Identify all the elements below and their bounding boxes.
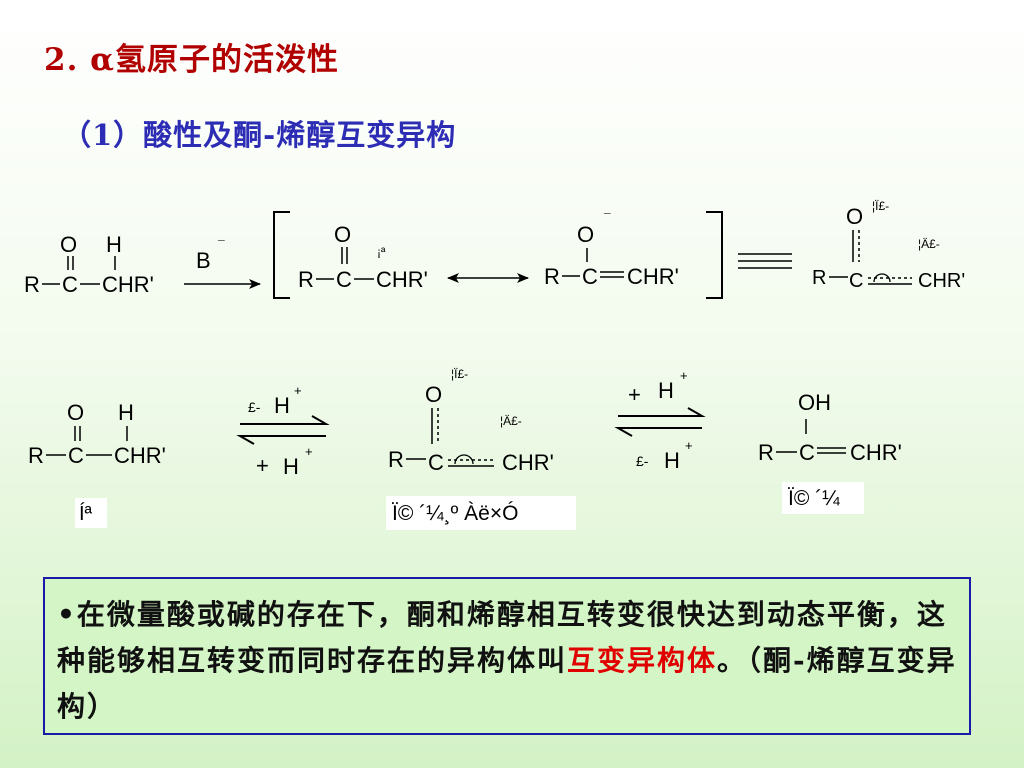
partial-charge-label-1: ¦Ï£- xyxy=(872,199,889,213)
r: R xyxy=(298,267,314,292)
chr: CHR' xyxy=(627,264,679,289)
reverse-half-arrow xyxy=(614,427,702,437)
oxygen: O xyxy=(577,222,594,247)
reaction-schemes: O H R C CHR' B ¯ O ¡ª R C CHR' xyxy=(24,199,966,530)
ketone-alpha-hydrogen: H xyxy=(106,232,122,257)
r: R xyxy=(758,440,774,465)
r: R xyxy=(544,264,560,289)
page-title: 2. α氢原子的活泼性 xyxy=(44,42,340,78)
scheme1-ketone: O H R C CHR' xyxy=(24,232,154,297)
plus-label: + xyxy=(256,453,269,478)
oxygen: O xyxy=(846,204,863,229)
ketone-r: R xyxy=(28,443,44,468)
identity-sign xyxy=(738,253,792,269)
note-text-end: 。（酮-烯醇互变异构） xyxy=(57,644,957,723)
ketone-oxygen: O xyxy=(60,232,77,257)
hydroxyl: OH xyxy=(798,390,831,415)
proton-charge: + xyxy=(305,444,313,459)
r: R xyxy=(812,267,826,289)
chr: CHR' xyxy=(376,267,428,292)
enol-caption: Ï© ´¼ xyxy=(788,487,840,510)
ketone-alpha-hydrogen: H xyxy=(118,400,134,425)
bracket-right xyxy=(706,211,723,299)
bullet: • xyxy=(57,598,77,631)
chr: CHR' xyxy=(502,450,554,475)
scheme1-base-arrow: B ¯ xyxy=(184,238,261,289)
chr: CHR' xyxy=(850,440,902,465)
lone-pair-label: ¡ª xyxy=(377,245,386,259)
plus-label: + xyxy=(628,382,641,407)
scheme2-enol: OH R C CHR' Ï© ´¼ xyxy=(758,390,902,514)
ketone-carbon: C xyxy=(68,443,84,468)
equilibrium-arrows-1: £- H + + H + xyxy=(236,383,330,479)
carbon: C xyxy=(799,440,815,465)
partial-charge-label-2: ¦Ä£- xyxy=(918,237,940,251)
note-highlight-term: 互变异构体 xyxy=(567,644,718,677)
carbon: C xyxy=(582,264,598,289)
section-subtitle: （1）酸性及酮-烯醇互变异构 xyxy=(62,118,457,152)
minus-label: £- xyxy=(636,453,649,469)
scheme1-resonance-hybrid: O ¦Ï£- ¦Ä£- R C CHR' xyxy=(812,199,965,292)
ketone-r: R xyxy=(24,272,40,297)
proton: H xyxy=(283,454,299,479)
scheme1-enolate-oxyanion: O ¯ R C CHR' xyxy=(544,211,679,289)
scheme1-enolate-carbanion: O ¡ª R C CHR' xyxy=(298,222,428,292)
carbon: C xyxy=(428,450,444,475)
proton: H xyxy=(664,448,680,473)
oxygen: O xyxy=(334,222,351,247)
delocalization-arc xyxy=(454,454,474,465)
base-label: B xyxy=(196,248,211,273)
oxygen: O xyxy=(425,382,442,407)
enolate-caption: Ï© ´¼¸º Àë×Ó xyxy=(392,502,518,525)
ketone-chr: CHR' xyxy=(114,443,166,468)
scheme2-ketone: O H R C CHR' Íª xyxy=(28,400,166,528)
proton: H xyxy=(658,378,674,403)
chr: CHR' xyxy=(918,270,965,292)
caption-background xyxy=(782,482,864,514)
ketone-caption: Íª xyxy=(79,502,93,525)
partial-charge-label-1: ¦Ï£- xyxy=(451,367,468,381)
partial-charge-label-2: ¦Ä£- xyxy=(500,414,522,428)
proton-charge: + xyxy=(294,383,302,398)
carbon: C xyxy=(849,270,863,292)
scheme2-enolate: O ¦Ï£- ¦Ä£- R C CHR' Ï© ´¼¸º Àë×Ó xyxy=(386,367,576,530)
ketone-carbon: C xyxy=(62,272,78,297)
proton: H xyxy=(274,393,290,418)
proton-charge: + xyxy=(680,368,688,383)
bracket-left xyxy=(273,211,290,299)
proton-charge: + xyxy=(685,438,693,453)
caption-background xyxy=(75,498,107,528)
equilibrium-arrows-2: + H + £- H + xyxy=(614,368,706,473)
caption-background xyxy=(386,496,576,530)
oxygen-charge: ¯ xyxy=(603,211,611,225)
base-charge: ¯ xyxy=(217,238,225,252)
forward-half-arrow xyxy=(618,407,706,417)
delocalization-arc xyxy=(873,273,891,283)
summary-note-box: •在微量酸或碱的存在下，酮和烯醇相互转变很快达到动态平衡，这种能够相互转变而同时… xyxy=(43,577,971,735)
r: R xyxy=(388,447,404,472)
ketone-oxygen: O xyxy=(67,400,84,425)
ketone-chr: CHR' xyxy=(102,272,154,297)
reverse-half-arrow xyxy=(236,435,326,445)
minus-label: £- xyxy=(248,399,261,415)
note-text: 在微量酸或碱的存在下，酮和烯醇相互转变很快达到动态平衡，这种能够相互转变而同时存… xyxy=(57,598,947,677)
carbon: C xyxy=(336,267,352,292)
forward-half-arrow xyxy=(240,415,330,425)
